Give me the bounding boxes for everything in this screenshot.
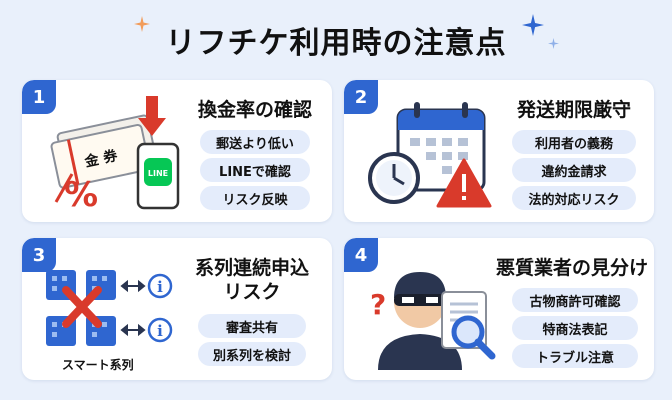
pill-user-duty: 利用者の義務: [512, 130, 636, 154]
pill-antique-license: 古物商許可確認: [512, 288, 638, 312]
card-series-application: 3 i i スマート系列 系列連続申込 リスク 審査共有 別系列を検討: [22, 238, 332, 380]
card-title: 悪質業者の見分け: [495, 257, 648, 279]
card-number-badge: 4: [344, 238, 378, 272]
calendar-icon: [396, 102, 486, 192]
page-title: リフチケ利用時の注意点: [165, 26, 507, 61]
cross-icon: [62, 286, 102, 328]
svg-text:i: i: [157, 322, 163, 340]
smartphone-line-icon: LINE: [136, 142, 180, 210]
svg-text:i: i: [157, 278, 163, 296]
sparkle-icon: [134, 16, 150, 32]
pill-trouble-caution: トラブル注意: [512, 344, 638, 368]
pill-review-share: 審査共有: [198, 314, 306, 338]
warning-icon: [436, 158, 492, 208]
sparkle-icon: [522, 14, 544, 36]
series-label: スマート系列: [62, 358, 134, 372]
card-shipping-deadline: 2 発送期限厳守 利用者の義務 違約金請求 法的対応リスク: [344, 80, 654, 222]
pill-legal-risk: 法的対応リスク: [512, 186, 636, 210]
info-icon: i i: [147, 273, 173, 343]
card-number-badge: 3: [22, 238, 56, 272]
deadline-illustration: [368, 102, 492, 208]
pill-consider-other: 別系列を検討: [198, 342, 306, 366]
card-title-line-1: 系列連続申込: [194, 257, 309, 279]
card-title: 換金率の確認: [197, 99, 312, 121]
pill-check-line: LINEで確認: [200, 158, 310, 182]
bad-vendor-illustration: ?: [370, 272, 496, 370]
arrow-icon: [120, 279, 146, 337]
svg-text:LINE: LINE: [148, 169, 168, 178]
series-illustration: i i: [46, 270, 173, 346]
pill-lower-than-mail: 郵送より低い: [200, 130, 310, 154]
card-bad-vendor: 4 ? 悪質業者の見分け 古物商許可確認 特商法表記 トラブル注意: [344, 238, 654, 380]
document-magnifier-icon: [441, 291, 496, 360]
pill-penalty-claim: 違約金請求: [512, 158, 636, 182]
card-number-badge: 2: [344, 80, 378, 114]
clock-icon: [368, 152, 420, 204]
card-title-line-2: リスク: [223, 281, 281, 303]
ticket-text: 金 券: [82, 147, 120, 171]
card-title: 発送期限厳守: [516, 99, 631, 121]
gift-ticket-icon: 金 券: [50, 114, 157, 189]
exchange-rate-illustration: 金 券 % LINE: [50, 96, 180, 212]
pill-risk-reflect: リスク反映: [200, 186, 310, 210]
pill-commerce-law: 特商法表記: [512, 316, 638, 340]
down-arrow-icon: [138, 96, 166, 136]
percent-icon: %: [64, 175, 98, 212]
card-exchange-rate: 1 金 券 % LINE 換金率の確認 郵送より低い LINEで確認 リスク反映: [22, 80, 332, 222]
card-number-badge: 1: [22, 80, 56, 114]
question-icon: ?: [370, 288, 386, 321]
sparkle-icon: [548, 38, 559, 49]
